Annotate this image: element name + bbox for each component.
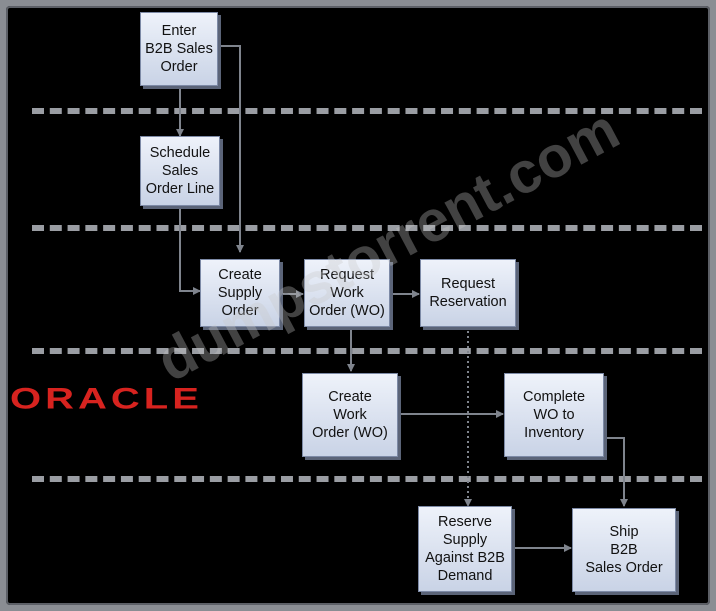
node-create-supply-order: Create Supply Order <box>200 259 280 327</box>
node-enter-b2b-sales-order: Enter B2B Sales Order <box>140 12 218 86</box>
oracle-logo: ORACLE <box>10 382 203 415</box>
node-complete-wo-to-inventory: Complete WO to Inventory <box>504 373 604 457</box>
lane-separator <box>32 348 702 354</box>
arrow-complete-wo-to-ship <box>604 437 628 507</box>
node-request-work-order: Request Work Order (WO) <box>304 259 390 327</box>
node-request-reservation: Request Reservation <box>420 259 516 327</box>
node-schedule-sales-order-line: Schedule Sales Order Line <box>140 136 220 206</box>
arrow-schedule-to-create-supply <box>179 204 201 295</box>
diagram-frame: Enter B2B Sales Order Schedule Sales Ord… <box>6 6 710 605</box>
node-reserve-supply-against-demand: Reserve Supply Against B2B Demand <box>418 506 512 592</box>
lane-separator <box>32 225 702 231</box>
node-create-work-order: Create Work Order (WO) <box>302 373 398 457</box>
lane-separator <box>32 108 702 114</box>
node-ship-b2b-sales-order: Ship B2B Sales Order <box>572 508 676 592</box>
arrow-enter-to-create-supply <box>218 45 244 253</box>
connector-layer <box>176 45 628 552</box>
lane-separator <box>32 476 702 482</box>
